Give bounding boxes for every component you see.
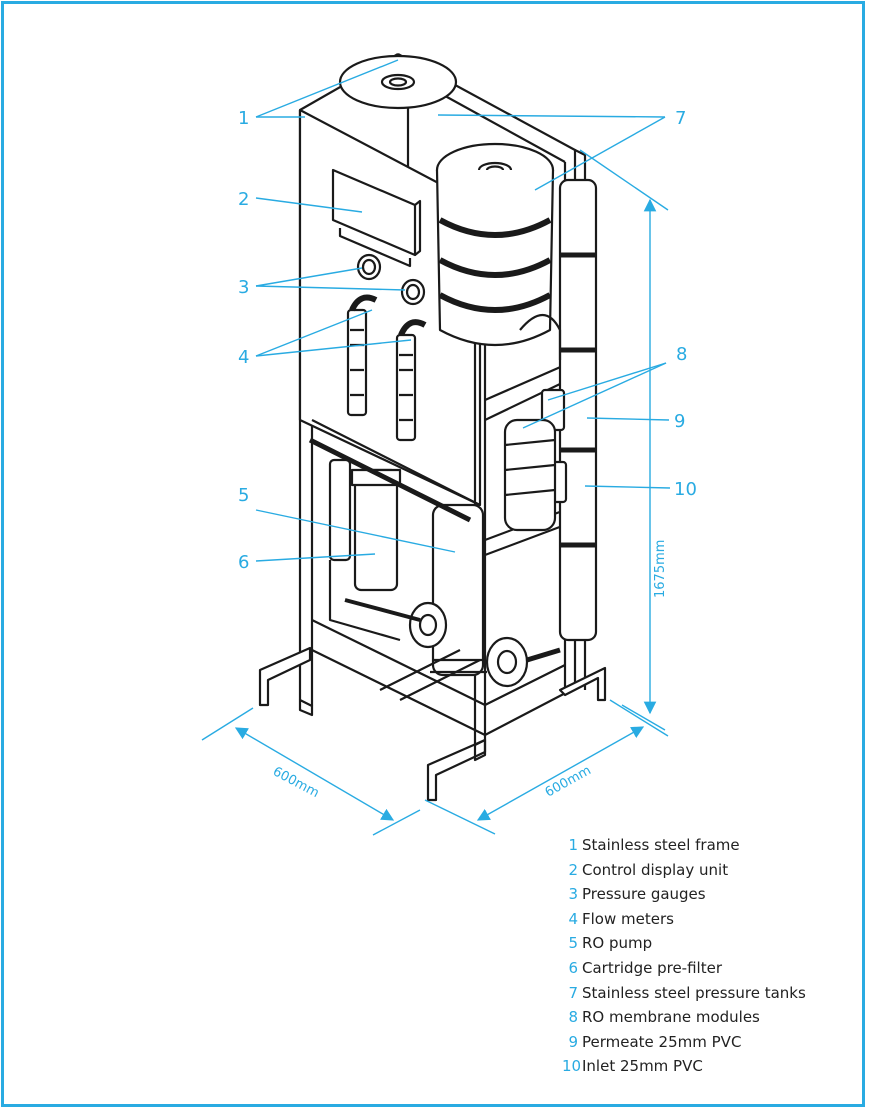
legend-label: Inlet 25mm PVC bbox=[582, 1057, 703, 1076]
dimension-width-left-label: 600mm bbox=[270, 764, 321, 801]
legend-number: 2 bbox=[568, 860, 578, 879]
legend-label: Flow meters bbox=[582, 909, 674, 928]
legend-label: RO pump bbox=[582, 934, 653, 953]
legend-label: Stainless steel pressure tanks bbox=[582, 983, 806, 1002]
callout-numbers: 1 2 3 4 5 6 7 8 9 10 bbox=[238, 108, 697, 573]
legend-label: Pressure gauges bbox=[582, 885, 706, 904]
legend-number: 9 bbox=[568, 1032, 578, 1051]
legend-number: 5 bbox=[568, 934, 578, 953]
legend-label: Stainless steel frame bbox=[582, 836, 740, 854]
legend-number: 3 bbox=[568, 885, 578, 904]
dimension-height-label: 1675mm bbox=[653, 540, 668, 598]
legend-number: 7 bbox=[568, 983, 578, 1002]
callout-10: 10 bbox=[674, 479, 697, 500]
callout-7: 7 bbox=[675, 108, 686, 129]
callout-2: 2 bbox=[238, 189, 249, 210]
legend-label: RO membrane modules bbox=[582, 1008, 760, 1027]
legend-number: 6 bbox=[568, 958, 578, 977]
callout-3: 3 bbox=[238, 277, 249, 298]
legend-number: 1 bbox=[568, 836, 578, 854]
callout-6: 6 bbox=[238, 552, 249, 573]
callout-5: 5 bbox=[238, 485, 249, 506]
machine-illustration bbox=[258, 53, 607, 802]
callout-8: 8 bbox=[676, 344, 687, 365]
callout-1: 1 bbox=[238, 108, 249, 129]
callout-9: 9 bbox=[674, 411, 685, 432]
legend-number: 4 bbox=[568, 909, 578, 928]
legend-number: 8 bbox=[568, 1008, 578, 1027]
legend-number: 10 bbox=[562, 1057, 582, 1076]
legend-label: Control display unit bbox=[582, 860, 729, 879]
callout-4: 4 bbox=[238, 347, 249, 368]
legend-item: 10Inlet 25mm PVC bbox=[562, 1054, 806, 1079]
legend-label: Permeate 25mm PVC bbox=[582, 1032, 742, 1051]
legend-label: Cartridge pre-filter bbox=[582, 958, 722, 977]
callout-leaders bbox=[201, 59, 671, 836]
